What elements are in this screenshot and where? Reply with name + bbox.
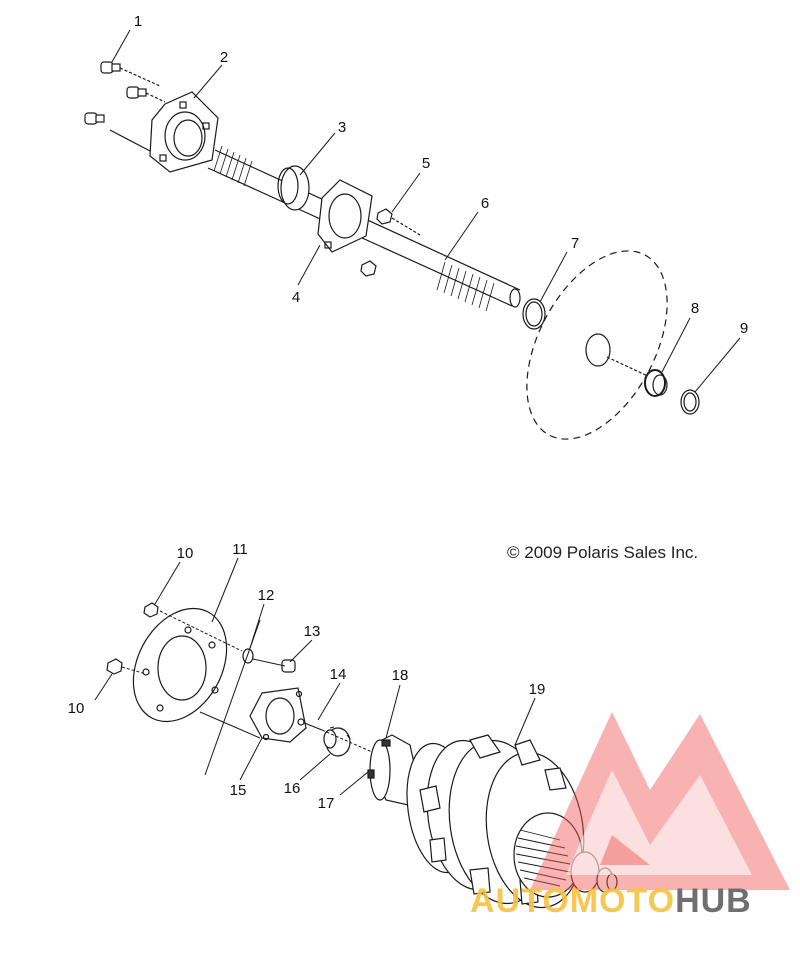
callout-11: 11 bbox=[232, 541, 248, 558]
callout-15: 15 bbox=[230, 782, 247, 799]
sheave-outline bbox=[526, 250, 668, 440]
ring-9 bbox=[680, 389, 700, 415]
watermark-part1: AUTOMOTO bbox=[470, 882, 675, 920]
hub-plate-11 bbox=[132, 607, 228, 723]
bolt-1b bbox=[126, 86, 166, 103]
nut-10a bbox=[143, 602, 159, 618]
bolt-13 bbox=[281, 659, 296, 673]
callout-8: 8 bbox=[691, 300, 699, 317]
callout-19: 19 bbox=[529, 681, 546, 698]
callout-10a: 10 bbox=[177, 545, 194, 562]
flange-plate-15 bbox=[249, 687, 307, 743]
callout-12: 12 bbox=[258, 587, 275, 604]
leader-lines-bottom bbox=[94, 557, 536, 796]
bolt-1c bbox=[84, 112, 153, 153]
callout-2: 2 bbox=[220, 49, 228, 66]
bushing-8 bbox=[644, 369, 668, 397]
callout-13: 13 bbox=[304, 623, 321, 640]
callout-14: 14 bbox=[330, 666, 347, 683]
callout-labels: 1 2 3 4 5 6 7 8 9 10 10 11 12 13 14 15 1… bbox=[68, 13, 749, 812]
bottom-assembly bbox=[94, 557, 618, 909]
nut-5b bbox=[360, 260, 377, 277]
callout-4: 4 bbox=[292, 289, 300, 306]
callout-18: 18 bbox=[392, 667, 409, 684]
leader-lines-top bbox=[111, 29, 741, 393]
watermark: AUTOMOTOHUB bbox=[470, 712, 790, 920]
callout-9: 9 bbox=[740, 320, 748, 337]
bearing-flange-2 bbox=[149, 91, 219, 173]
top-assembly bbox=[84, 29, 741, 440]
snap-ring-7 bbox=[522, 298, 546, 330]
gear-16 bbox=[323, 726, 351, 757]
callout-17: 17 bbox=[318, 795, 335, 812]
bearing-flange-4 bbox=[317, 179, 373, 253]
watermark-logo-icon bbox=[530, 712, 790, 890]
watermark-text: AUTOMOTOHUB bbox=[470, 882, 752, 920]
callout-3: 3 bbox=[338, 119, 346, 136]
washer-12 bbox=[242, 648, 254, 664]
pin-14 bbox=[297, 718, 323, 731]
callout-5: 5 bbox=[422, 155, 430, 172]
watermark-part2: HUB bbox=[675, 882, 752, 920]
callout-7: 7 bbox=[571, 235, 579, 252]
callout-1: 1 bbox=[134, 13, 142, 30]
callout-6: 6 bbox=[481, 195, 489, 212]
drive-shaft bbox=[207, 145, 521, 312]
callout-10b: 10 bbox=[68, 700, 85, 717]
clutch-19 bbox=[406, 734, 618, 909]
nut-10b bbox=[106, 658, 123, 675]
bolt-1a bbox=[100, 61, 161, 87]
callout-16: 16 bbox=[284, 780, 301, 797]
nut-5a bbox=[376, 208, 421, 236]
copyright-text: © 2009 Polaris Sales Inc. bbox=[507, 543, 698, 562]
